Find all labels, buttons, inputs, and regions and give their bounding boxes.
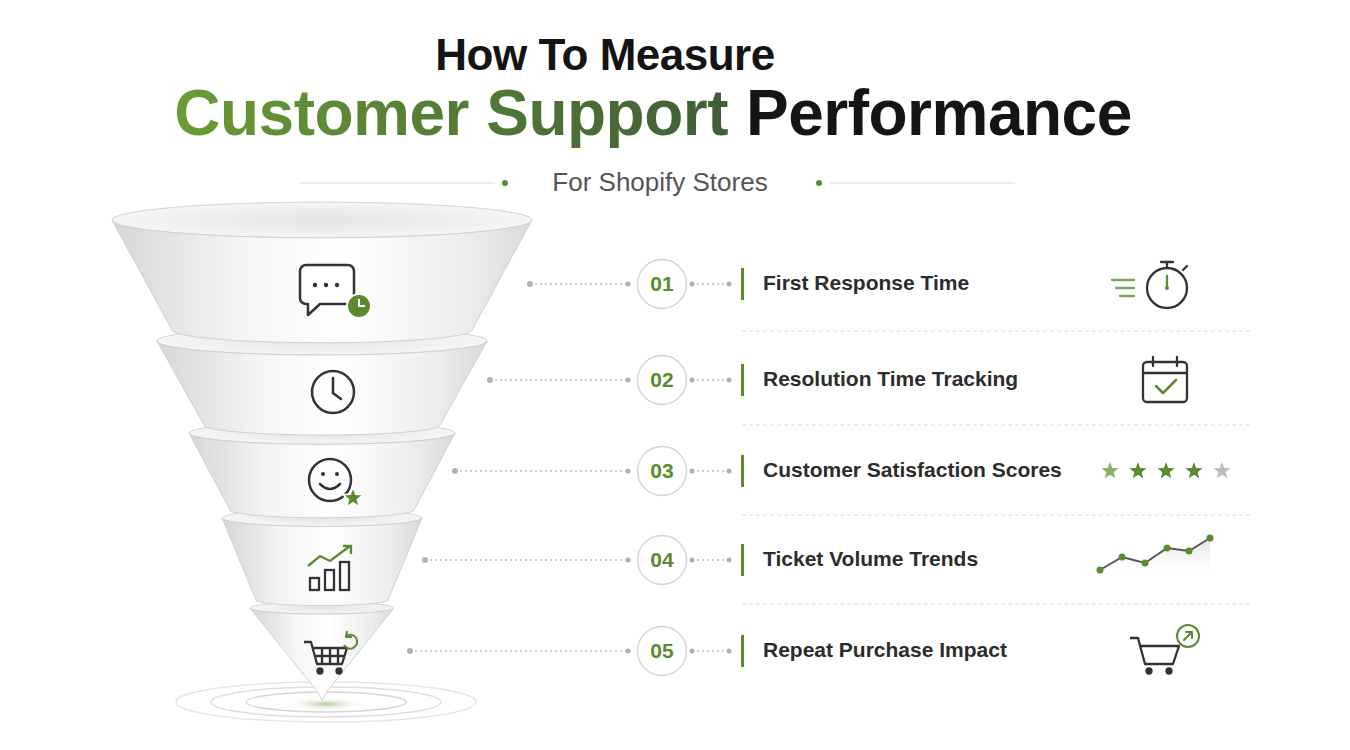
- funnel-band: [222, 510, 422, 606]
- cart-icon: [304, 631, 357, 674]
- headline-dark: Performance: [746, 76, 1132, 150]
- number-circle: 02Resolution Time Tracking: [636, 354, 688, 406]
- calendar-icon: [1143, 357, 1187, 402]
- callout-number: 03: [636, 445, 688, 497]
- number-circle: 04Ticket Volume Trends: [636, 534, 688, 586]
- growth-icon: [308, 546, 351, 590]
- metric-label: Repeat Purchase Impact: [763, 638, 1007, 662]
- headline-green: Customer Support: [174, 76, 728, 150]
- funnel-band: [189, 422, 455, 518]
- subtitle-rules: [300, 180, 1015, 186]
- chat-icon: [300, 265, 371, 318]
- callout-number: 05: [636, 625, 688, 677]
- metric-label: Ticket Volume Trends: [763, 547, 978, 571]
- stopwatch-icon: [1112, 262, 1187, 308]
- metric-label: Resolution Time Tracking: [763, 367, 1018, 391]
- metric-label: First Response Time: [763, 271, 969, 295]
- number-circle: 05Repeat Purchase Impact: [636, 625, 688, 677]
- callout-number: 01: [636, 258, 688, 310]
- metric-label: Customer Satisfaction Scores: [763, 458, 1062, 482]
- number-circle: 01First Response Time: [636, 258, 688, 310]
- cart-return-icon: [1130, 625, 1199, 674]
- smiley-icon: [309, 459, 363, 507]
- caption: For Shopify Stores: [0, 167, 1320, 198]
- callout-number: 04: [636, 534, 688, 586]
- funnel-band: [250, 602, 394, 700]
- rating-stars: [1101, 462, 1230, 478]
- trend-line: [1097, 535, 1214, 579]
- callout-number: 02: [636, 354, 688, 406]
- number-circle: 03Customer Satisfaction Scores: [636, 445, 688, 497]
- clock-icon: [312, 371, 354, 413]
- title: How To Measure: [0, 30, 1210, 80]
- row-separators: [742, 331, 1250, 604]
- funnel-band: [112, 202, 532, 343]
- leader-lines: [407, 268, 744, 667]
- headline-row: Customer Support Performance: [0, 76, 1306, 150]
